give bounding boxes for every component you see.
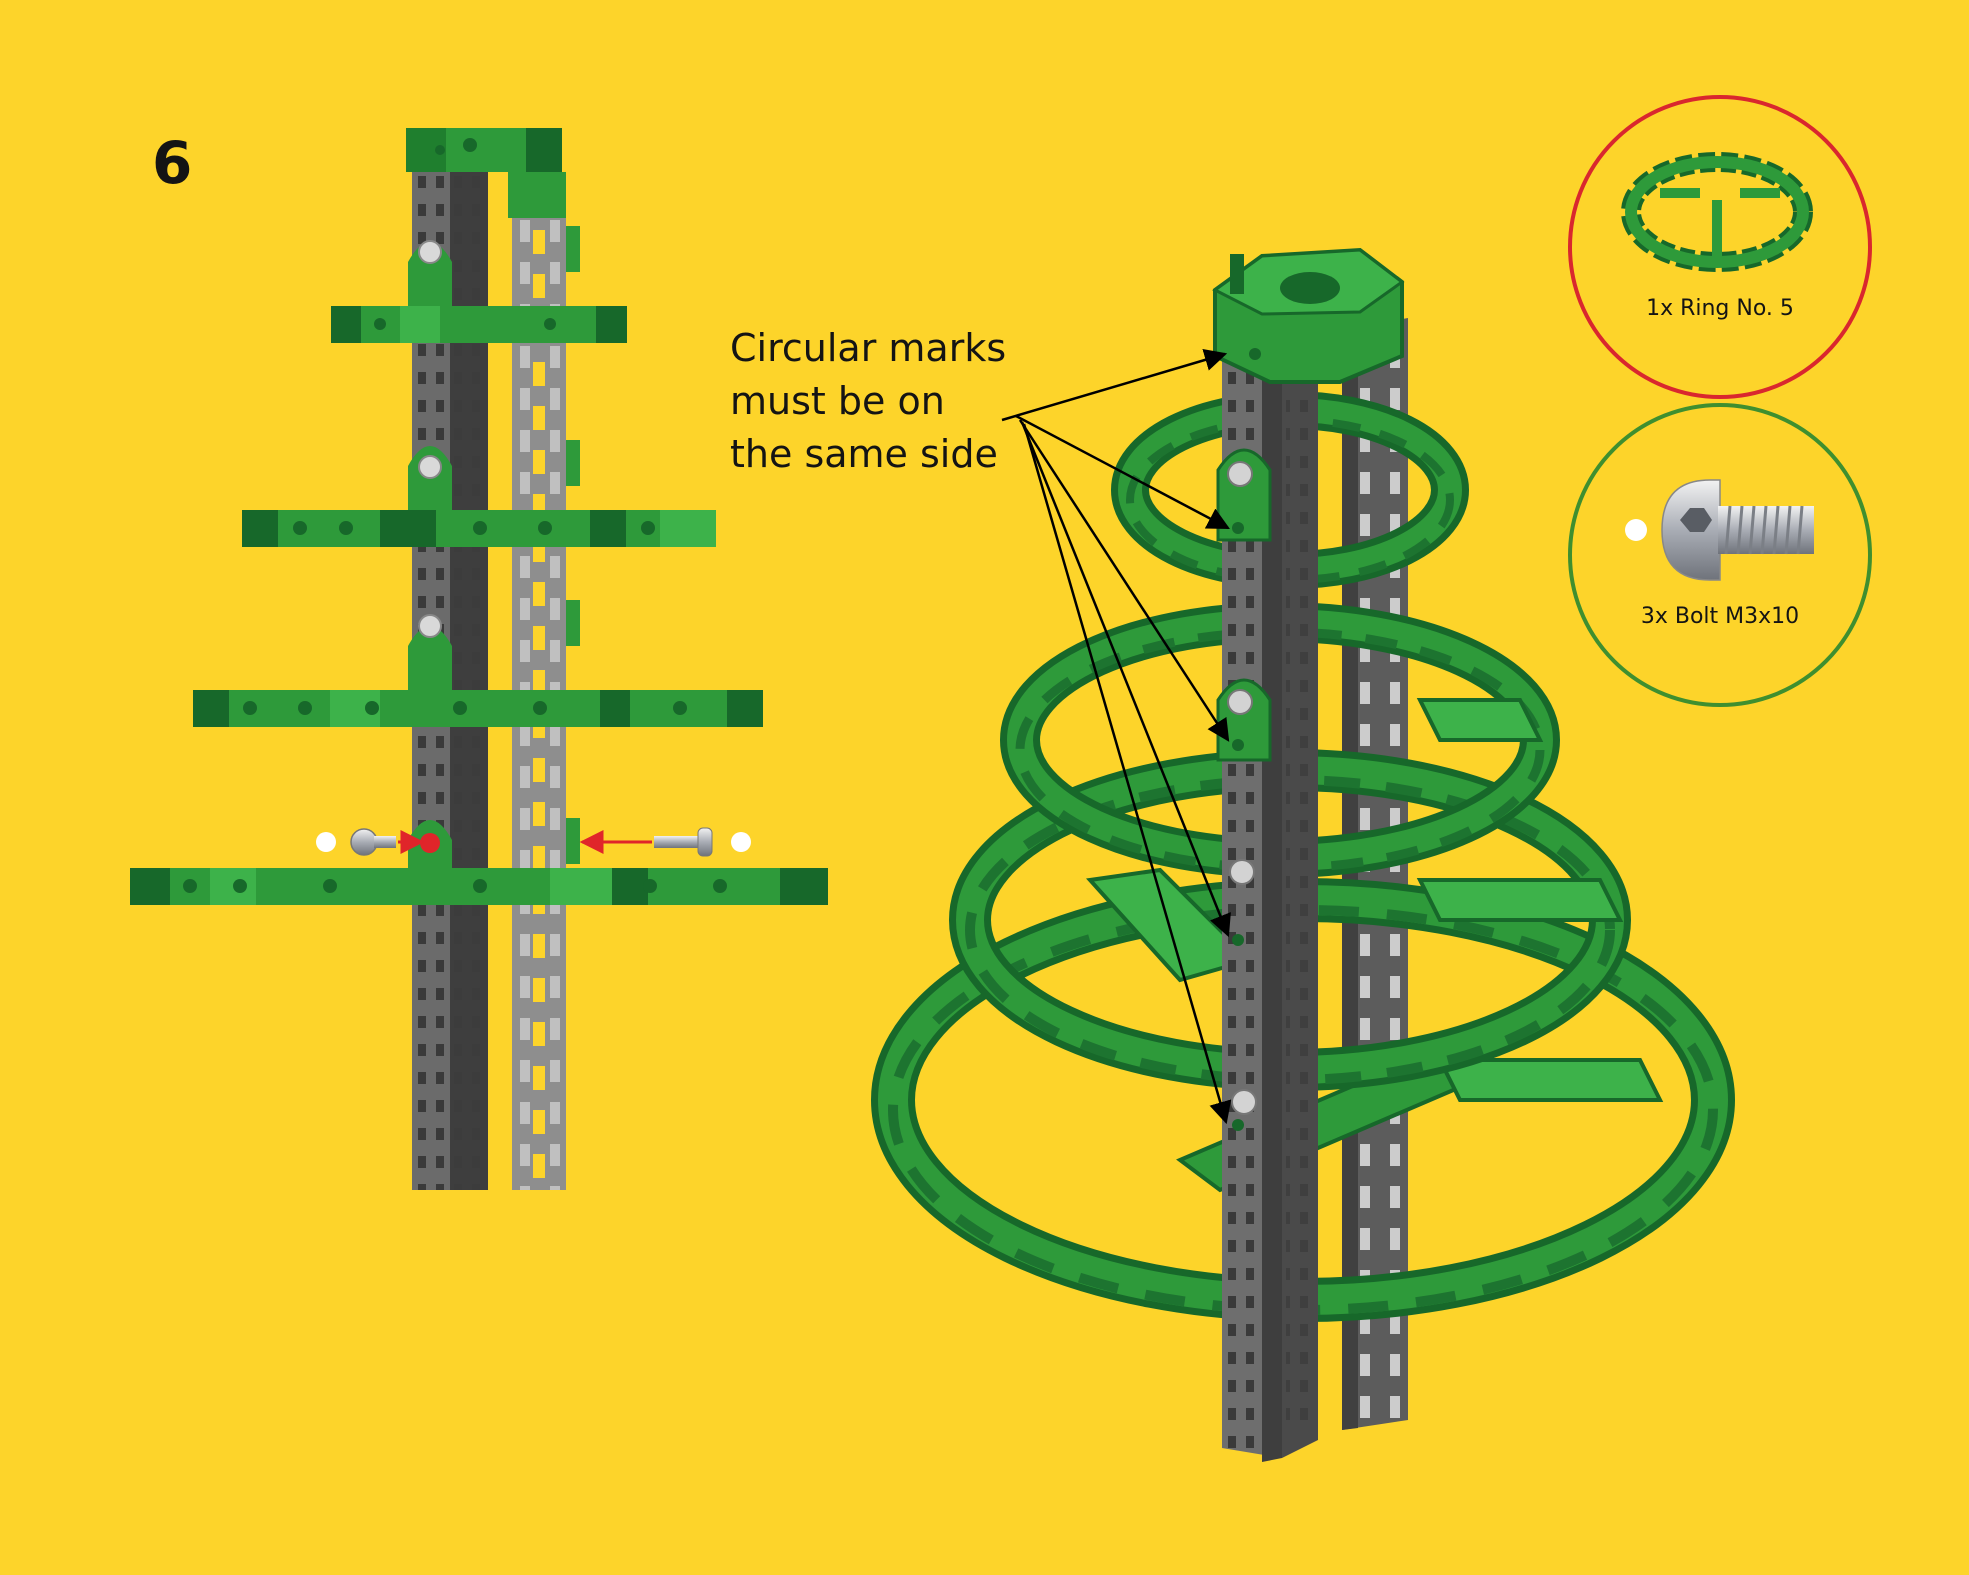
part-bolt-label: 3x Bolt M3x10 [1640, 604, 1800, 629]
circular-mark-3 [1232, 739, 1244, 751]
part-bolt-m3x10-frame [1568, 403, 1872, 707]
circular-mark-5 [1232, 1119, 1244, 1131]
iso-top-cap [1212, 247, 1405, 384]
callout-arrow-2 [1015, 414, 1230, 530]
bracket-1 [408, 226, 580, 306]
callout-arrow-4 [1020, 421, 1231, 938]
callout-line-2: must be on [730, 379, 945, 423]
bracket-2 [408, 440, 580, 510]
iso-back-rail [1342, 318, 1408, 1430]
iso-bracket-4 [1231, 1089, 1257, 1115]
callout-arrow-1 [1001, 348, 1228, 422]
callout-arrows [1001, 348, 1232, 1125]
part-ring-label: 1x Ring No. 5 [1646, 296, 1794, 321]
parts-list [1568, 95, 1872, 707]
bolt-insertion-left [316, 828, 425, 856]
ring-bar-1 [331, 306, 627, 343]
isometric-view-assembly [871, 247, 1735, 1462]
callout-arrow-3 [1018, 419, 1230, 742]
bolt-part-icon [1661, 479, 1814, 581]
iso-bracket-3 [1229, 859, 1255, 885]
circular-mark-1 [1249, 348, 1261, 360]
part-ring-no5 [1568, 95, 1872, 399]
ring-bar-3 [193, 690, 763, 727]
ring-part-icon [1621, 152, 1813, 272]
callout-line-1: Circular marks [730, 326, 1007, 370]
callout-line-3: the same side [730, 432, 998, 476]
part-ring-no5-frame [1568, 95, 1872, 399]
step-number: 6 [152, 129, 193, 197]
top-cap [406, 128, 566, 218]
circular-mark-2 [1232, 522, 1244, 534]
part-bolt-m3x10 [1568, 403, 1872, 707]
callout-arrow-5 [1022, 423, 1232, 1125]
callout-text: Circular marks must be on the same side [730, 322, 1006, 481]
iso-front-rail [1222, 350, 1318, 1462]
circular-mark-4 [1232, 934, 1244, 946]
iso-bracket-2 [1216, 678, 1272, 762]
ring-bar-2 [242, 510, 716, 547]
bracket-3 [408, 600, 580, 690]
front-view-assembly [130, 128, 828, 1190]
iso-bracket-1 [1216, 448, 1272, 542]
bolt-insertion-right [579, 827, 751, 857]
bracket-4 [408, 818, 580, 868]
ring-bar-4 [130, 868, 828, 905]
